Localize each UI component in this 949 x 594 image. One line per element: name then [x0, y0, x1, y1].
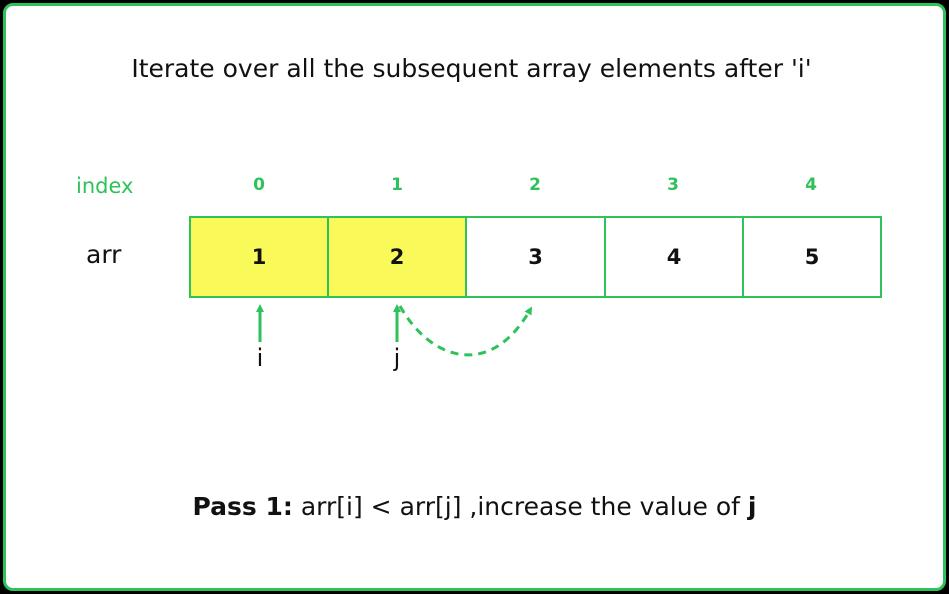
pointer-i-label: i — [256, 344, 264, 372]
index-label: index — [76, 174, 134, 198]
diagram-title: Iterate over all the subsequent array el… — [131, 54, 812, 83]
pointer-j-label: j — [393, 344, 401, 372]
index-1: 1 — [391, 175, 403, 195]
index-2: 2 — [529, 175, 541, 195]
pass-label: Pass 1: — [192, 492, 293, 521]
array-label: arr — [86, 240, 122, 269]
array-cell-0: 1 — [189, 216, 329, 298]
pass-var: j — [747, 492, 757, 521]
array-cell-3: 4 — [604, 216, 744, 298]
index-3: 3 — [667, 175, 679, 195]
pass-text: arr[i] < arr[j] ,increase the value of — [292, 492, 748, 521]
index-4: 4 — [805, 175, 817, 195]
j-advance-arrow — [398, 305, 532, 357]
index-0: 0 — [253, 175, 265, 195]
pass-caption: Pass 1: arr[i] < arr[j] ,increase the va… — [0, 492, 949, 521]
array-cell-4: 5 — [742, 216, 882, 298]
